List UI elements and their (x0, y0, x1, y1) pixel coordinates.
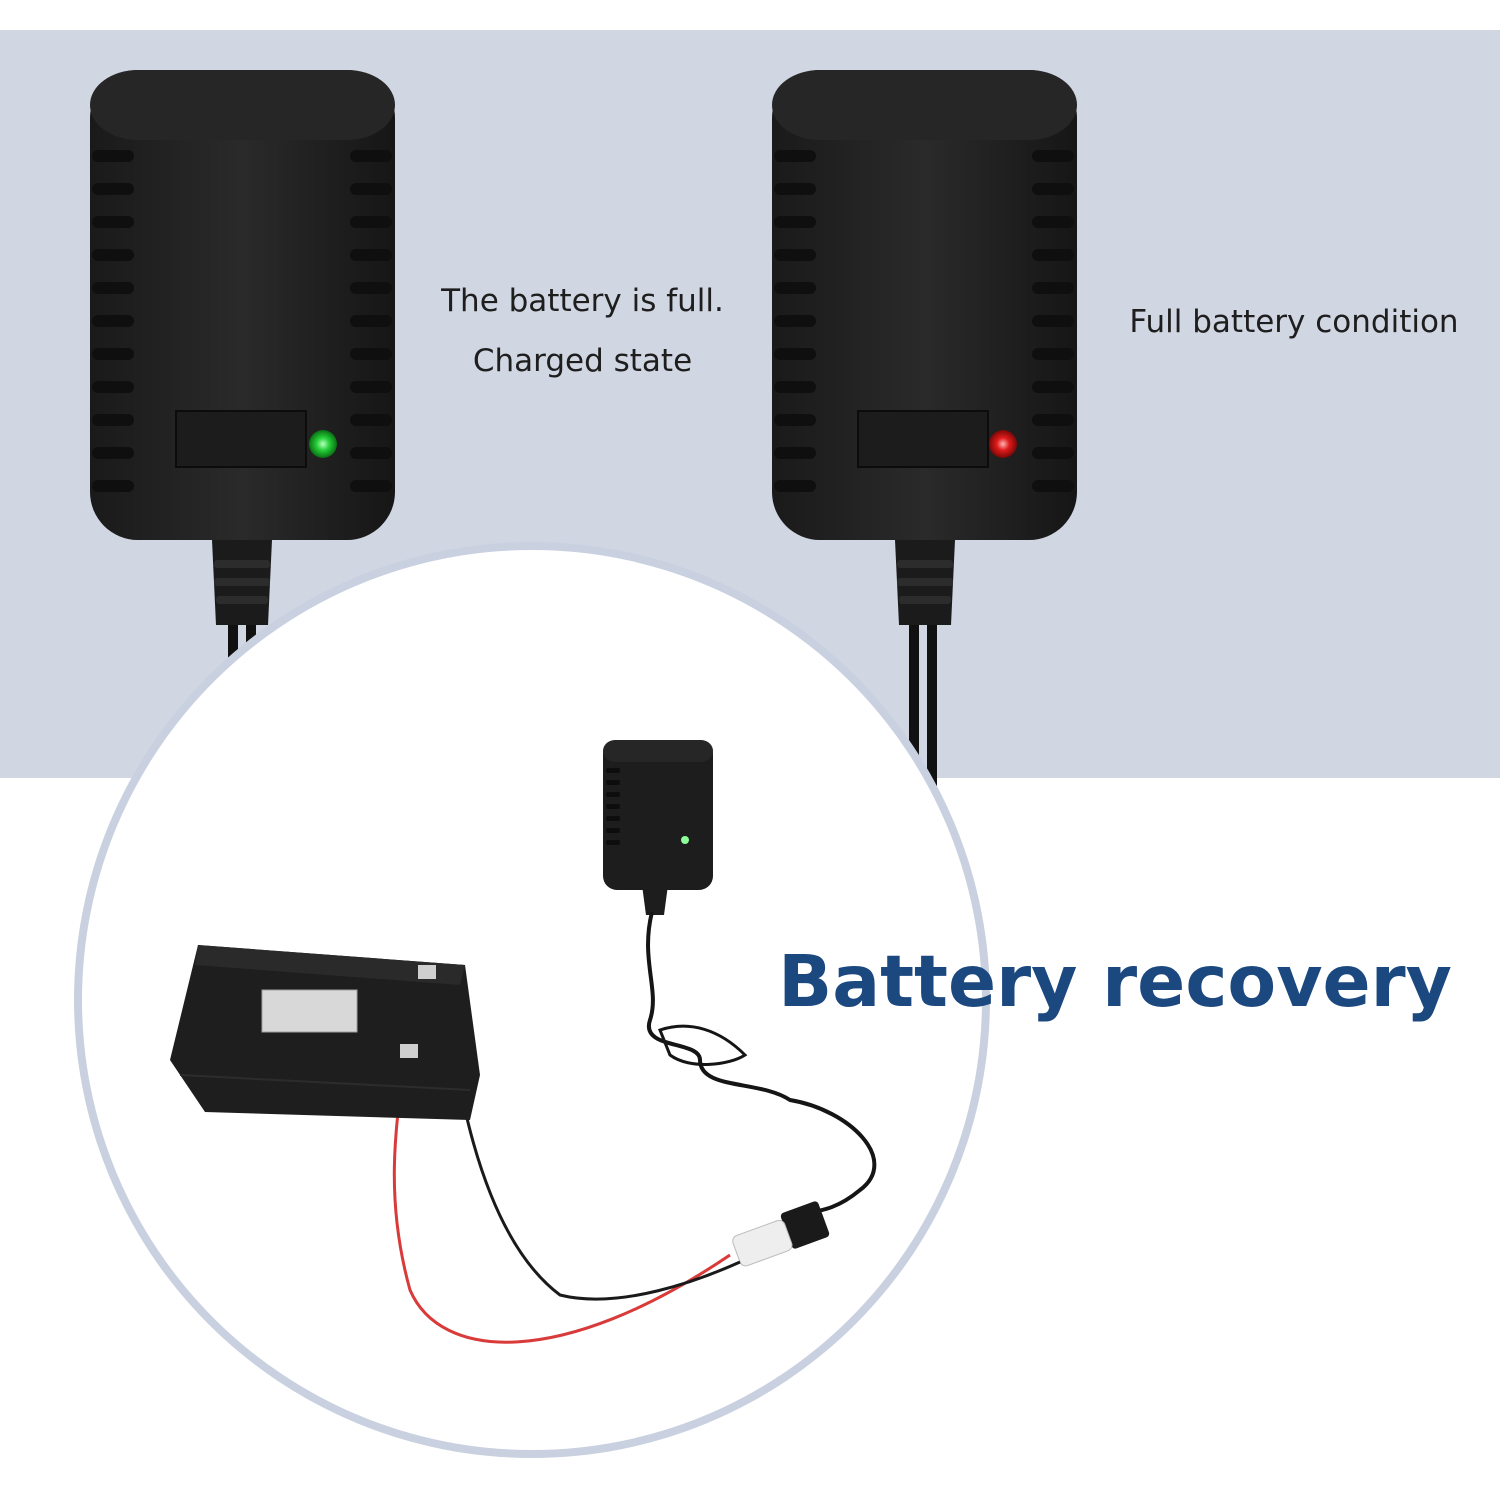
left-charger-icon (90, 70, 395, 680)
inset-circle (74, 542, 990, 1458)
right-charger-icon (772, 70, 1077, 790)
green-led-caption-line1: The battery is full. (441, 283, 724, 319)
green-led-icon (309, 430, 337, 458)
inset-charger-icon (603, 740, 713, 915)
green-led-caption-line2: Charged state (472, 343, 693, 379)
headline: Battery recovery (778, 940, 1452, 1023)
red-led-caption: Full battery condition (1129, 304, 1459, 340)
red-led-icon (989, 430, 1017, 458)
inset-battery-icon (170, 945, 480, 1120)
